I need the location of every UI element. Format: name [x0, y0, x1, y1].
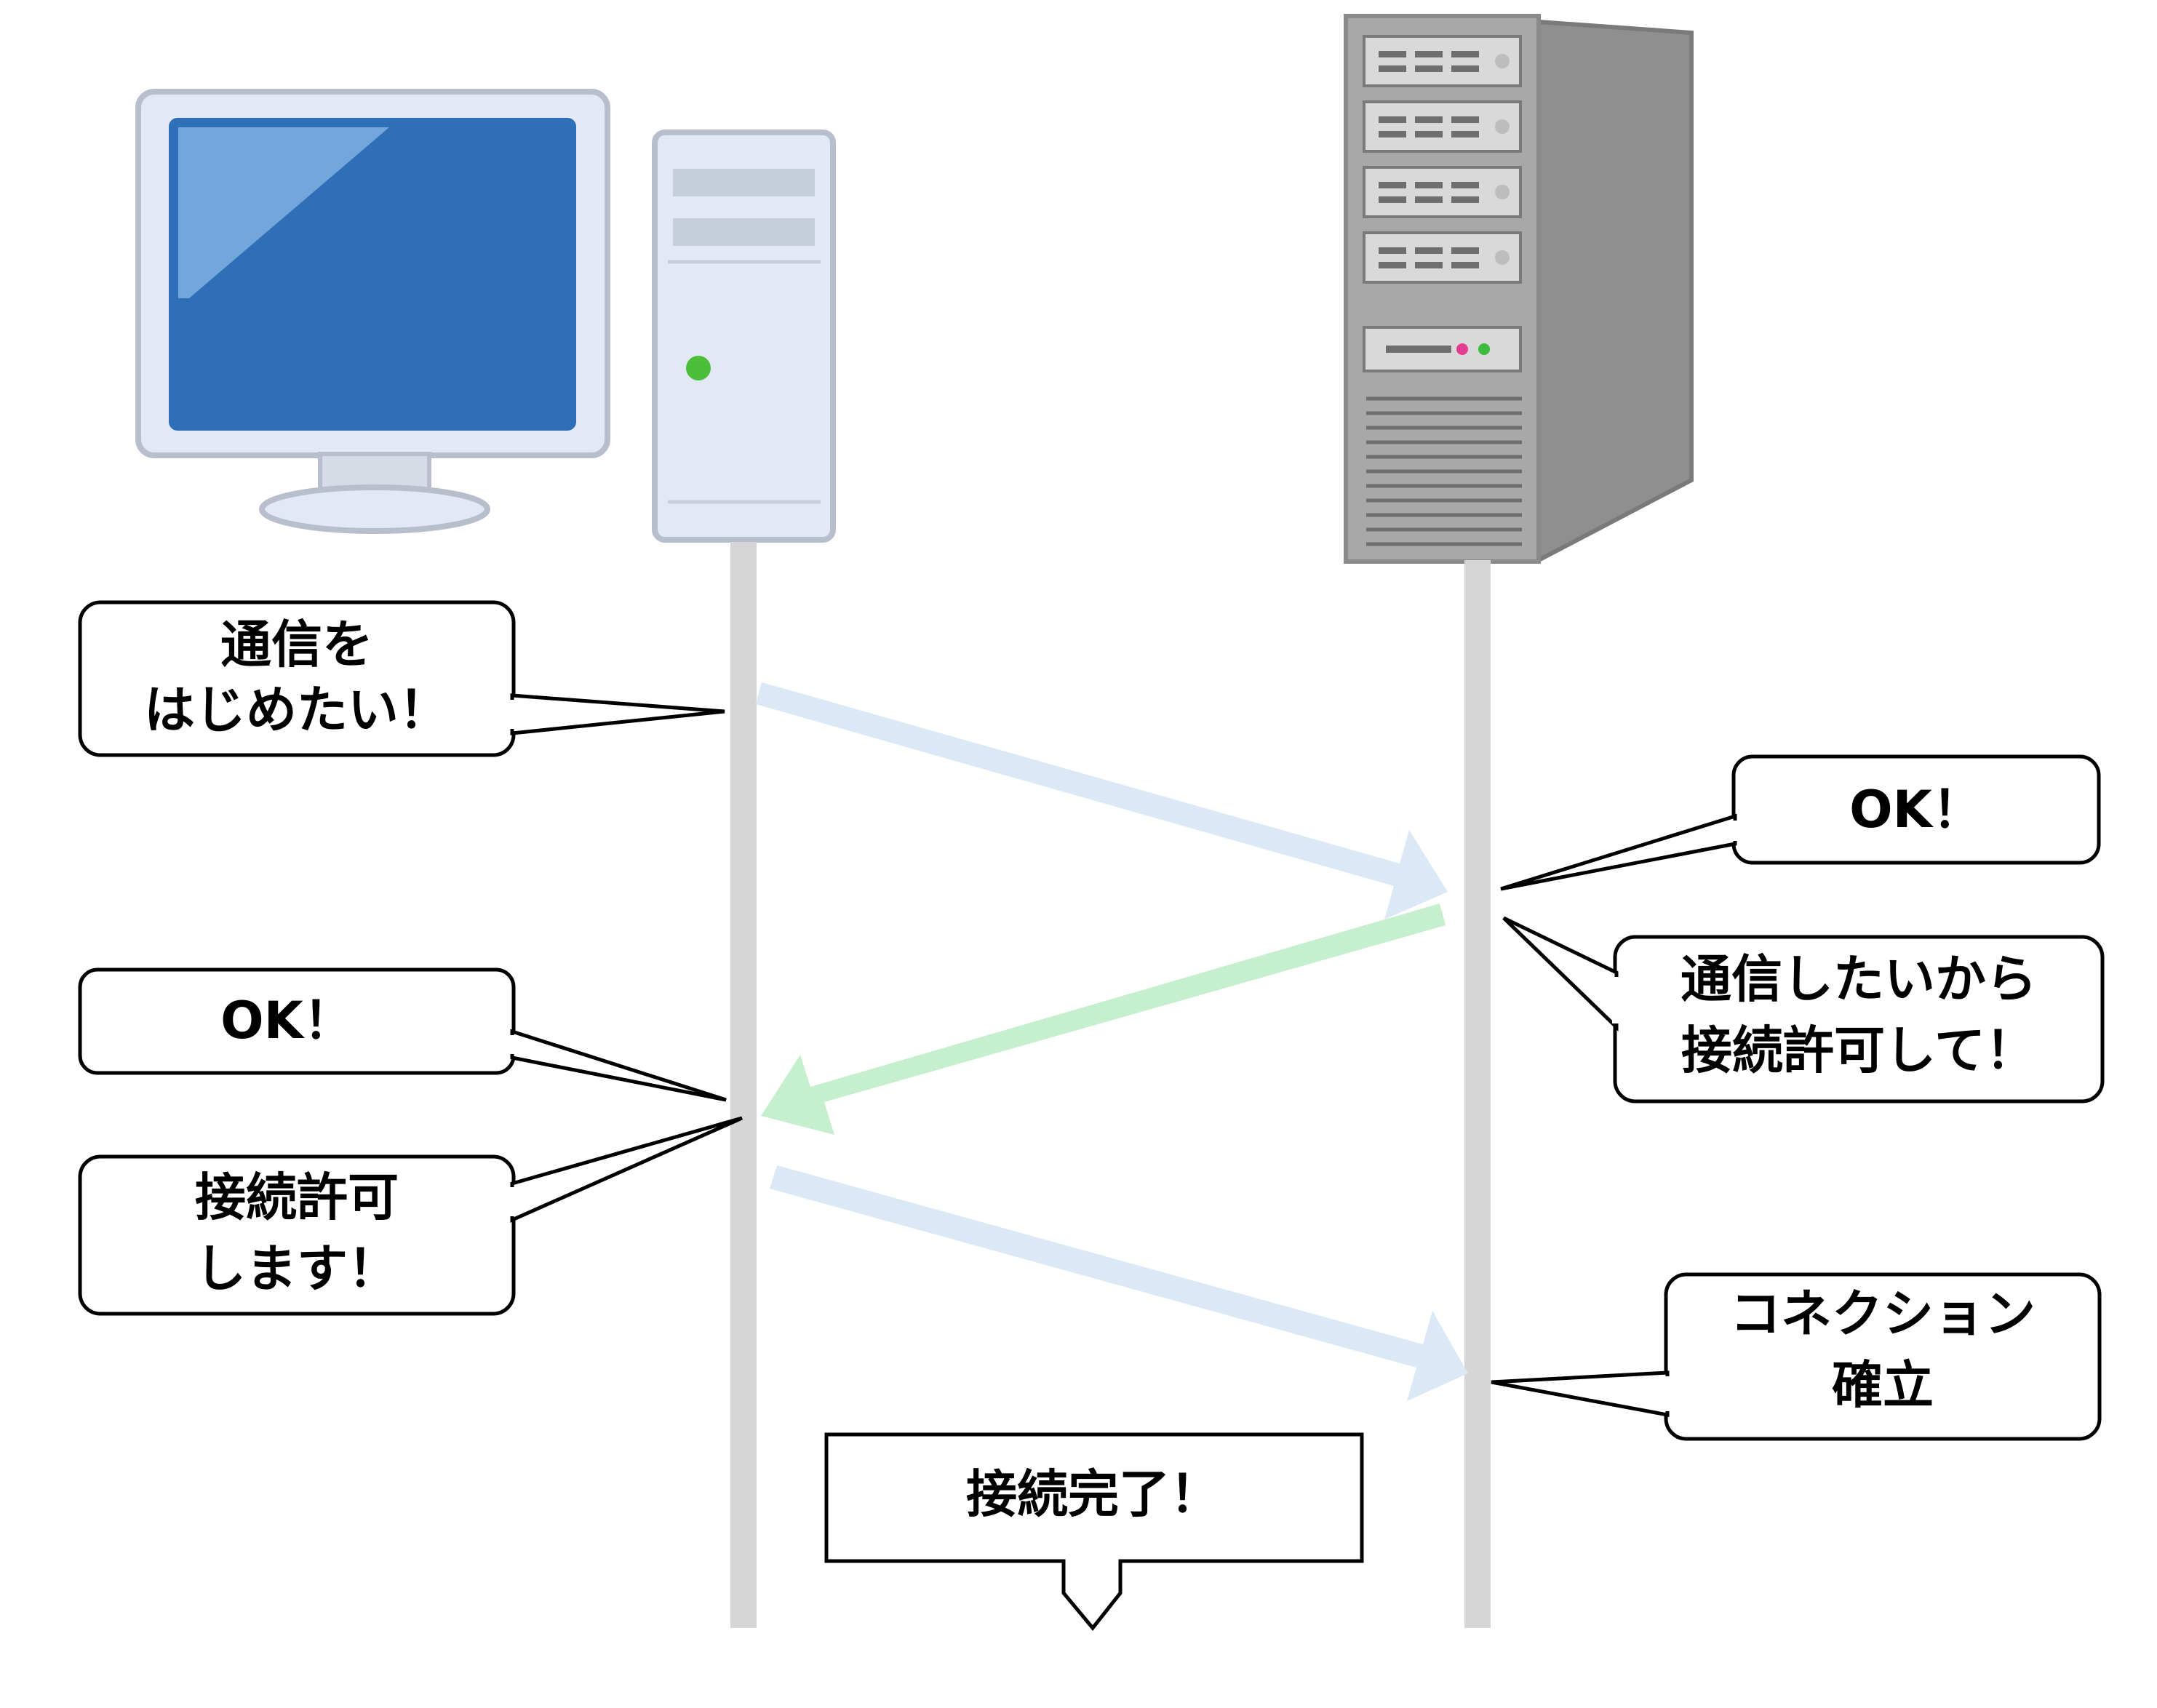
ack-arrow — [770, 1165, 1468, 1401]
client-start-bubble: 通信を はじめたい！ — [78, 600, 725, 757]
server-request-line2: 接続許可して！ — [1681, 1021, 2036, 1080]
connection-complete-label: 接続完了！ — [966, 1464, 1221, 1524]
client-ok-line1: OK！ — [220, 991, 354, 1050]
client-start-line2: はじめたい！ — [144, 680, 450, 740]
server-established-line1: コネクション — [1730, 1284, 2036, 1344]
client-ok-bubble: OK！ — [78, 967, 727, 1102]
client-permit-line1: 接続許可 — [195, 1168, 399, 1227]
server-established-line2: 確立 — [1832, 1355, 1934, 1415]
desktop-computer-icon — [135, 89, 836, 543]
syn-ack-arrow — [761, 903, 1446, 1135]
server-lifeline — [1464, 560, 1491, 1628]
client-lifeline — [730, 542, 757, 1628]
connection-complete-callout: 接続完了！ — [824, 1432, 1364, 1631]
server-request-line1: 通信したいから — [1680, 949, 2037, 1009]
server-established-bubble: コネクション 確立 — [1491, 1272, 2102, 1441]
syn-arrow — [756, 682, 1448, 919]
client-start-line1: 通信を — [220, 615, 373, 674]
server-ok-line1: OK！ — [1849, 780, 1983, 839]
server-tower-icon — [1344, 14, 1694, 564]
client-permit-bubble: 接続許可 します！ — [78, 1116, 743, 1316]
client-permit-line2: します！ — [195, 1239, 399, 1298]
server-request-bubble: 通信したいから 接続許可して！ — [1502, 916, 2105, 1104]
server-ok-bubble: OK！ — [1500, 754, 2101, 891]
